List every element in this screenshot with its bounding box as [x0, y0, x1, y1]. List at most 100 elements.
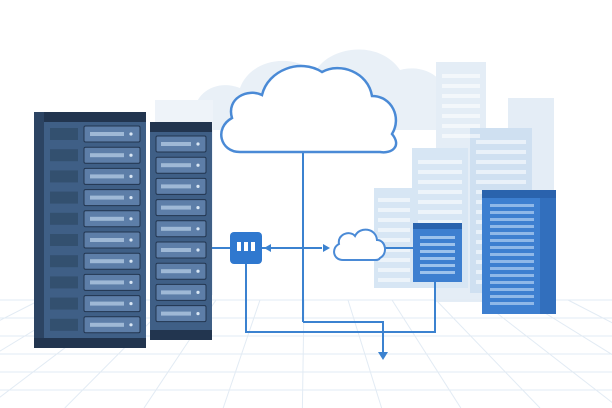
server-box-stripe [420, 257, 455, 260]
building-window-strip [442, 134, 480, 138]
rack-unit-slot [161, 248, 191, 252]
office-window-stripe [490, 274, 534, 277]
rack-side-panel [50, 255, 78, 268]
building-window-strip [378, 218, 410, 222]
office-window-stripe [490, 211, 534, 214]
rack-side-panel [50, 149, 78, 162]
floor-grid-line [347, 299, 383, 408]
building-window-strip [378, 258, 410, 262]
server-box-stripe [420, 271, 455, 274]
rack-unit-led [129, 217, 133, 221]
rack-unit-led [196, 142, 200, 146]
building-window-strip [418, 210, 462, 214]
rack-unit-led [196, 227, 200, 231]
server-box-stripe [420, 250, 455, 253]
rack-unit-slot [161, 311, 191, 316]
server-box-stripe [420, 236, 455, 239]
rack-unit-slot [90, 216, 124, 221]
connection-arrows [264, 244, 388, 360]
rack-unit-slot [90, 301, 124, 306]
building-window-strip [378, 278, 410, 282]
building-window-strip [378, 228, 410, 232]
rack-unit-slot [161, 226, 191, 231]
rack-unit-led [196, 163, 200, 167]
rack-unit-led [129, 280, 133, 284]
building-window-strip [378, 238, 410, 242]
cloud-icon [220, 64, 398, 154]
rack-unit-led [196, 290, 200, 294]
office-window-stripe [490, 218, 534, 221]
office-window-stripe [490, 302, 534, 305]
building-window-strip [442, 124, 480, 128]
rack-unit-slot [161, 269, 191, 274]
building-window-strip [418, 180, 462, 184]
office-building-icon [482, 190, 556, 314]
rack-unit-led [129, 174, 133, 178]
building-window-strip [476, 140, 526, 144]
arrow-left-icon [264, 244, 271, 252]
rack-unit-led [196, 206, 200, 210]
server-box-stripe [420, 264, 455, 267]
rack-unit-slot [90, 132, 124, 136]
building-window-strip [418, 190, 462, 194]
rack-unit-led [129, 132, 133, 136]
rack-unit-led [129, 153, 133, 157]
rack-unit-led [129, 323, 133, 327]
rack-unit-slot [161, 290, 191, 295]
rack-unit-led [196, 184, 200, 188]
server-box-stripe [420, 243, 455, 246]
building-window-strip [442, 94, 480, 98]
office-window-stripe [490, 204, 534, 207]
rack-unit-slot [90, 153, 124, 158]
building-window-strip [418, 170, 462, 174]
connections [210, 152, 436, 352]
building-window-strip [442, 84, 480, 88]
floor-grid-line [391, 299, 462, 408]
building-window-strip [442, 104, 480, 108]
building-window-strip [378, 248, 410, 252]
building-window-strip [418, 160, 462, 164]
rack-unit-led [129, 259, 133, 263]
office-window-stripe [490, 295, 534, 298]
server-rack-icon [34, 112, 212, 348]
office-window-stripe [490, 253, 534, 256]
floor-grid-line [0, 299, 41, 321]
rack-side-panel [50, 170, 78, 183]
office-window-stripe [490, 260, 534, 263]
building-window-strip [378, 198, 410, 202]
building-window-strip [476, 180, 526, 184]
arrow-right-icon [323, 244, 330, 252]
switch-down-line [245, 264, 436, 333]
rack-unit-slot [161, 205, 191, 210]
rack-side-panel [50, 128, 78, 140]
floor-grid-line [479, 299, 612, 404]
office-window-stripe [490, 281, 534, 284]
building-window-strip [476, 150, 526, 154]
rack-unit-led [129, 196, 133, 200]
rack-unit-led [196, 248, 200, 252]
building-window-strip [476, 160, 526, 164]
office-window-stripe [490, 267, 534, 270]
rack-side-panel [50, 318, 78, 331]
rack-unit-led [196, 312, 200, 316]
office-window-stripe [490, 246, 534, 249]
rack-unit-led [129, 238, 133, 242]
server-box-icon [413, 223, 462, 282]
building-window-strip [418, 220, 462, 224]
floor-grid-line [435, 299, 541, 408]
rack-unit-slot [161, 163, 191, 168]
rack-side-panel [50, 276, 78, 289]
rack-unit-slot [90, 322, 124, 327]
floor-grid-line [523, 299, 612, 356]
office-window-stripe [490, 232, 534, 235]
rack-unit-slot [90, 174, 124, 179]
office-window-stripe [490, 239, 534, 242]
rack-unit-slot [90, 195, 124, 200]
building-window-strip [442, 74, 480, 78]
office-window-stripe [490, 225, 534, 228]
building-window-strip [418, 200, 462, 204]
small-cloud-icon [333, 228, 386, 261]
rack-unit-slot [90, 238, 124, 242]
